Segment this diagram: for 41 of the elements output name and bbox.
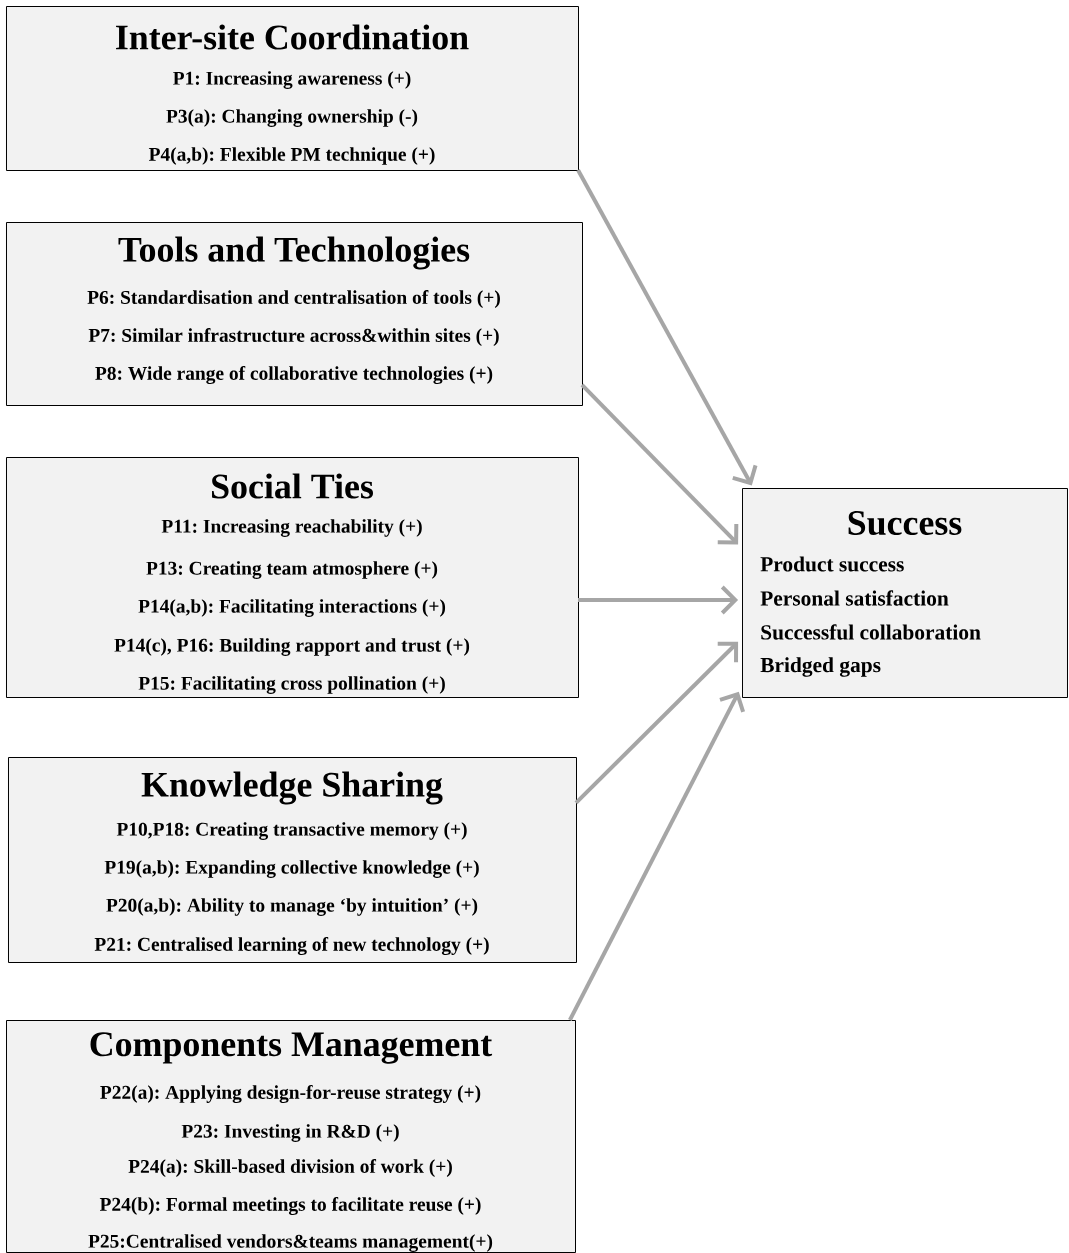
box-title: Inter-site Coordination: [116, 24, 469, 50]
list-item: P23: Investing in R&D (+): [181, 1124, 399, 1142]
factor-box: [6, 6, 579, 171]
list-item: Personal satisfaction: [760, 590, 949, 606]
factor-box: [6, 457, 579, 698]
box-title: Success: [848, 510, 962, 536]
arrow: [580, 383, 739, 545]
factor-box: [6, 1020, 576, 1253]
list-item: P14(a,b): Facilitating interactions (+): [138, 599, 446, 617]
arrow: [578, 585, 739, 615]
list-item: P6: Standardisation and centralisation of tools (+): [87, 290, 500, 308]
list-item: P19(a,b): Expanding collective knowledge (+): [104, 860, 479, 878]
arrow: [576, 169, 758, 486]
list-item: P24(b): Formal meetings to facilitate reuse (+): [99, 1197, 481, 1215]
arrow: [568, 691, 745, 1021]
list-item: P3(a): Changing ownership (-): [166, 109, 418, 127]
list-item: P21: Centralised learning of new technology (+): [94, 937, 489, 955]
list-item: P25:Centralised vendors&teams management(+): [88, 1234, 493, 1252]
list-item: P8: Wide range of collaborative technologies (+): [95, 366, 493, 384]
list-item: P13: Creating team atmosphere (+): [146, 561, 438, 579]
list-item: Product success: [760, 556, 904, 572]
list-item: P10,P18: Creating transactive memory (+): [116, 822, 467, 840]
factor-box: [6, 222, 583, 406]
list-item: P7: Similar infrastructure across&within sites (+): [88, 328, 499, 346]
list-item: P20(a,b): Ability to manage ‘by intuition’ (+): [106, 898, 478, 916]
box-title: Tools and Technologies: [118, 236, 470, 270]
box-title: Social Ties: [212, 473, 373, 499]
arrow: [574, 641, 739, 805]
box-title: Components Management: [90, 1032, 493, 1064]
list-item: P15: Facilitating cross pollination (+): [138, 676, 445, 694]
list-item: P11: Increasing reachability (+): [161, 519, 422, 537]
outcome-box: [742, 488, 1068, 698]
list-item: P1: Increasing awareness (+): [173, 71, 411, 89]
list-item: Successful collaboration: [761, 624, 981, 640]
factor-box: [8, 757, 577, 963]
list-item: P4(a,b): Flexible PM technique (+): [148, 147, 435, 165]
list-item: P22(a): Applying design-for-reuse strategy (+): [100, 1085, 481, 1103]
box-title: Knowledge Sharing: [141, 771, 443, 805]
list-item: P14(c), P16: Building rapport and trust (+): [114, 638, 470, 656]
list-item: P24(a): Skill-based division of work (+): [128, 1159, 452, 1177]
list-item: Bridged gaps: [760, 657, 881, 677]
